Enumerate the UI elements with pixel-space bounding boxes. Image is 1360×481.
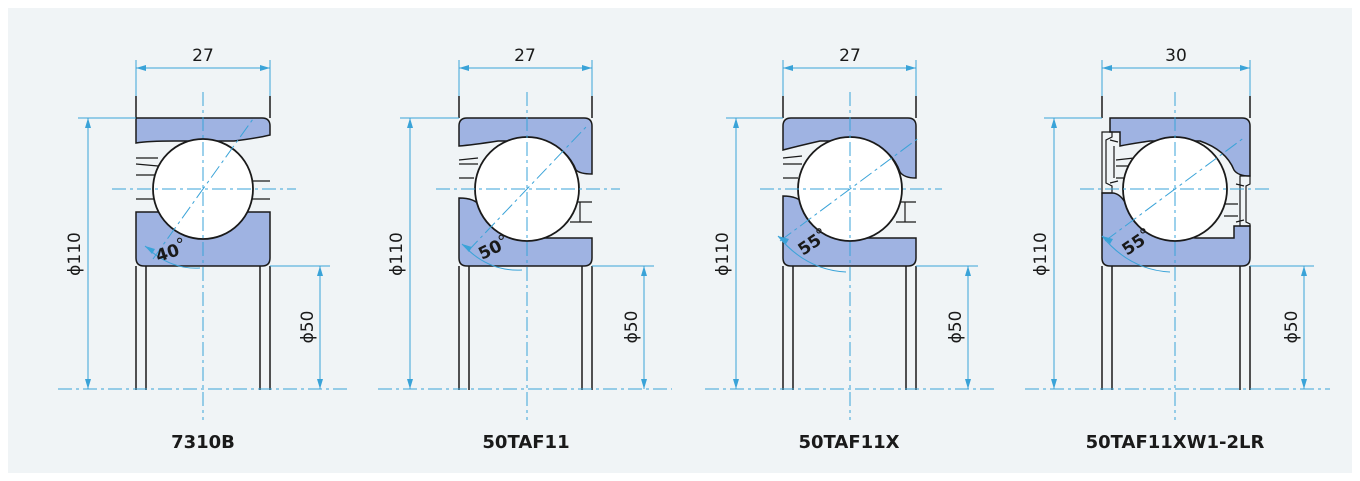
seal-left <box>1101 131 1119 194</box>
bore-label: ϕ50 <box>1282 311 1302 344</box>
bearing-name: 7310B <box>171 432 235 453</box>
bearing-50taf11 <box>458 96 593 390</box>
dimension-labels: 27 27 27 30 ϕ110 ϕ110 ϕ110 ϕ110 ϕ50 ϕ50 … <box>65 46 1302 453</box>
width-label: 27 <box>839 46 861 66</box>
dimension-lines <box>78 60 1314 389</box>
width-label: 30 <box>1165 46 1187 66</box>
center-lines <box>58 92 1330 420</box>
bore-label: ϕ50 <box>622 311 642 344</box>
width-label: 27 <box>192 46 214 66</box>
seal-right <box>1235 175 1251 227</box>
bearing-name: 50TAF11 <box>482 432 569 453</box>
bearing-name: 50TAF11X <box>798 432 899 453</box>
bearing-name: 50TAF11XW1-2LR <box>1086 432 1265 453</box>
outer-diameter-label: ϕ110 <box>713 232 733 276</box>
width-label: 27 <box>514 46 536 66</box>
bore-label: ϕ50 <box>946 311 966 344</box>
outer-diameter-label: ϕ110 <box>1031 232 1051 276</box>
outer-ring <box>1109 117 1251 177</box>
inner-ring <box>1101 192 1251 267</box>
outer-diameter-label: ϕ110 <box>65 232 85 276</box>
outer-diameter-label: ϕ110 <box>387 232 407 276</box>
bore-label: ϕ50 <box>298 311 318 344</box>
